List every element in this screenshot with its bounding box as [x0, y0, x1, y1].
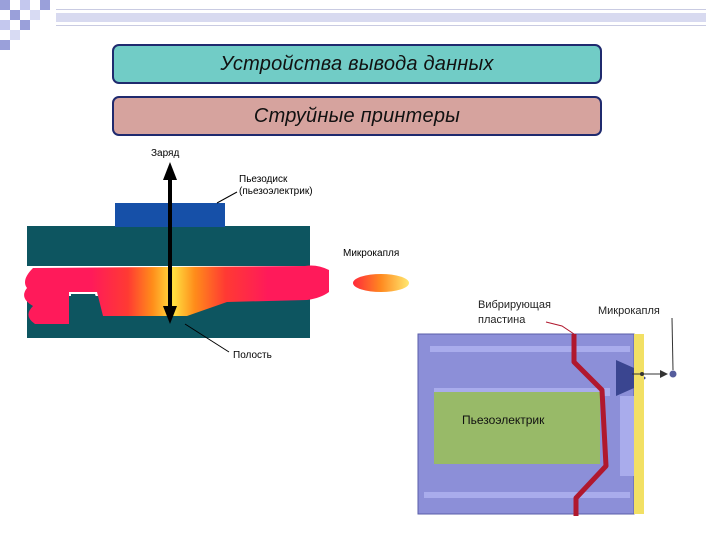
micro-droplet-dot: [669, 370, 677, 378]
page-title: Устройства вывода данных: [112, 44, 602, 84]
label-piezodisk-1: Пьезодиск: [239, 174, 288, 185]
page-subtitle: Струйные принтеры: [112, 96, 602, 136]
label-piezodisk-2: (пьезоэлектрик): [239, 186, 313, 197]
label-plate-2: пластина: [478, 314, 526, 326]
label-droplet: Микрокапля: [343, 248, 399, 259]
label-plate-1: Вибрирующая: [478, 299, 551, 311]
micro-droplet: [353, 274, 409, 292]
label-piezo: Пьезоэлектрик: [462, 413, 545, 427]
header-rule: [56, 9, 706, 26]
vibrating-plate-diagram: Вибрирующая пластина Микрокапля Пьезоэле…: [416, 296, 682, 518]
piezo-nozzle-diagram: Заряд Пьезодиск (пьезоэлектрик) Микрокап…: [17, 140, 415, 372]
label-charge: Заряд: [151, 148, 179, 159]
piezo-block: [434, 392, 600, 464]
corner-decoration: [0, 0, 50, 50]
yellow-strip: [634, 334, 644, 514]
arrow-right-icon: [660, 370, 668, 378]
label-cavity: Полость: [233, 350, 272, 361]
arrow-down-icon: [163, 306, 177, 324]
arrow-up-icon: [163, 162, 177, 180]
ink-channel: [24, 265, 329, 324]
label-droplet-2: Микрокапля: [598, 305, 660, 317]
vibrating-plate: [571, 334, 609, 516]
